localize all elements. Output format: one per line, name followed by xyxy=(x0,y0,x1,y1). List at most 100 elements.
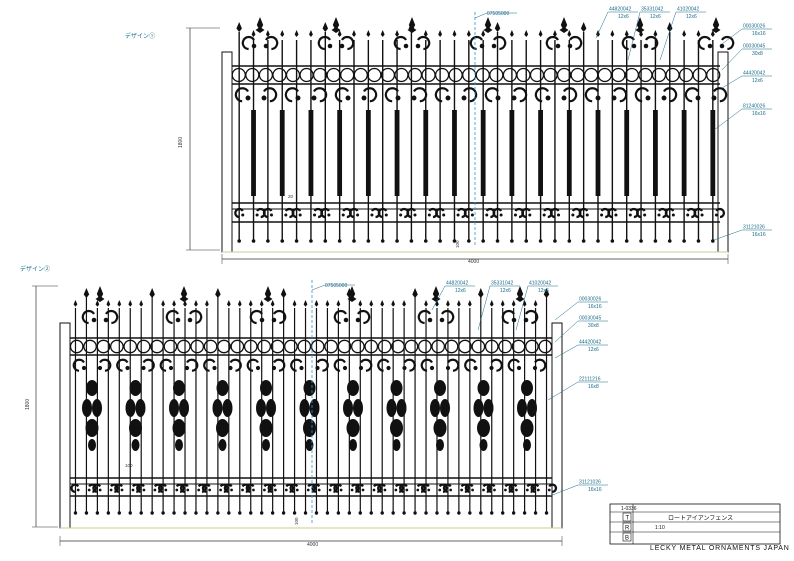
leaf-bottom-4 xyxy=(262,439,270,451)
lower-scroll-18 xyxy=(492,207,503,219)
leaf-mid-2 xyxy=(172,419,186,437)
upper-scroll-l-2-eye xyxy=(345,95,351,101)
panel-scroll-r-9-eye xyxy=(489,365,494,371)
leaf-left-10 xyxy=(517,399,527,417)
svg-text:T: T xyxy=(626,516,630,522)
crown2-scroll-l-0 xyxy=(81,309,95,325)
crown2-scroll-r-2 xyxy=(273,309,287,325)
foot2-28 xyxy=(380,511,384,515)
panel-scroll-l-6-eye xyxy=(342,365,348,371)
d1-code-0: 44820042 xyxy=(609,7,631,13)
lower-scroll-6 xyxy=(320,207,330,219)
foot2-4 xyxy=(117,511,121,515)
d2-code-0: 44820042 xyxy=(446,281,468,287)
crown-scroll-l-5 xyxy=(621,35,635,51)
leaf-bottom-5 xyxy=(305,439,314,451)
twist-bar-21 xyxy=(538,110,543,196)
foot-25 xyxy=(596,239,600,243)
crown-scroll-l-6 xyxy=(697,35,711,51)
spear2-8 xyxy=(161,300,165,307)
crown2-scroll-r-4 xyxy=(441,309,455,325)
spear2-37 xyxy=(478,288,484,298)
spear-33 xyxy=(710,30,715,37)
d1-top-leader xyxy=(474,12,488,19)
panel-scroll-r-0-eye xyxy=(97,365,103,371)
spear-14 xyxy=(438,30,443,37)
lower2-scroll-10-eye xyxy=(186,488,190,492)
lower-scroll-15-eye xyxy=(456,213,460,217)
design1-height-dim: 1800 xyxy=(178,137,184,148)
spear2-11 xyxy=(194,300,198,307)
lower-scroll-4 xyxy=(291,207,302,219)
lower2-scroll-32 xyxy=(420,483,430,493)
crown2-scroll-r-5-eye xyxy=(523,317,529,323)
company-name: LECKY METAL ORNAMENTS JAPAN xyxy=(650,545,790,552)
ring-9 xyxy=(353,67,368,83)
upper-scroll-l-7 xyxy=(584,87,599,103)
spear2-43 xyxy=(543,288,550,298)
panel-scroll-r-8 xyxy=(447,358,460,372)
panel-scroll-r-3-eye xyxy=(228,365,233,371)
ring-10 xyxy=(367,67,382,83)
d1-size-7: 16x16 xyxy=(752,232,766,238)
lower2-scroll-37-eye xyxy=(482,488,485,492)
upper-scroll-r-2 xyxy=(363,87,378,103)
ring2-32 xyxy=(498,339,512,354)
leaf-panel-5 xyxy=(290,358,329,451)
spear2-31 xyxy=(412,288,418,298)
lower2-scroll-26 xyxy=(355,483,364,493)
twist-bar-7 xyxy=(337,110,343,196)
design1-top-label: 07505000 xyxy=(487,11,509,17)
crown2-scroll-r-0 xyxy=(105,309,119,325)
lower2-scroll-34-eye xyxy=(449,488,453,492)
lower-scroll-30 xyxy=(664,207,675,219)
crown-scroll-r-1-eye xyxy=(339,43,345,49)
leaf-mid-4 xyxy=(259,419,273,437)
panel-scroll-l-9-eye xyxy=(473,365,478,371)
upper-scroll-l-6 xyxy=(534,87,549,103)
crown-scroll-l-0 xyxy=(241,35,255,51)
d2-leader-3 xyxy=(554,301,579,321)
spear2-30 xyxy=(402,300,406,307)
upper-scroll-l-4-eye xyxy=(445,95,451,101)
lower2-scroll-39-eye xyxy=(504,488,507,492)
ring-19 xyxy=(489,67,504,83)
spear-4 xyxy=(294,30,299,37)
design1-title: デザイン① xyxy=(125,32,155,40)
lower2-scroll-40-eye xyxy=(515,488,518,492)
leaf-top-5 xyxy=(303,380,316,396)
lower2-scroll-38 xyxy=(486,483,496,493)
upper-scroll-r-7 xyxy=(613,87,628,103)
panel-scroll-r-7-eye xyxy=(402,365,407,371)
leaf-bottom-9 xyxy=(479,439,488,451)
leaf-mid-10 xyxy=(520,419,534,437)
spear-22 xyxy=(553,30,557,37)
crown2-scroll-l-5-eye xyxy=(511,317,517,323)
foot2-42 xyxy=(533,511,538,515)
drawing-number: 1-0336 xyxy=(621,506,637,512)
lower2-scroll-42-eye xyxy=(536,488,540,492)
panel-scroll-l-3-eye xyxy=(212,365,217,371)
panel-scroll-r-3 xyxy=(229,358,242,372)
crown2-scroll-l-5 xyxy=(501,309,515,325)
ring-22 xyxy=(529,67,545,83)
lower2-scroll-13-eye xyxy=(219,488,222,492)
crown-scroll-r-5-eye xyxy=(643,43,649,49)
spear2-35 xyxy=(457,300,461,307)
crown-scroll-r-3-eye xyxy=(491,43,497,49)
panel-scroll-r-10 xyxy=(534,358,547,372)
foot2-26 xyxy=(358,511,362,515)
foot2-2 xyxy=(95,511,100,515)
panel-scroll-l-7-eye xyxy=(386,365,391,371)
spear-17 xyxy=(481,30,486,37)
ring-3 xyxy=(272,67,287,83)
panel-scroll-r-10-eye xyxy=(532,365,538,371)
lower2-scroll-1-eye xyxy=(87,488,91,492)
foot2-3 xyxy=(106,511,111,515)
upper-scroll-l-9-eye xyxy=(695,95,701,101)
foot-12 xyxy=(409,239,414,243)
ring2-1 xyxy=(83,339,97,354)
spear2-10 xyxy=(183,300,187,307)
drawing-scale: 1:10 xyxy=(655,525,665,531)
